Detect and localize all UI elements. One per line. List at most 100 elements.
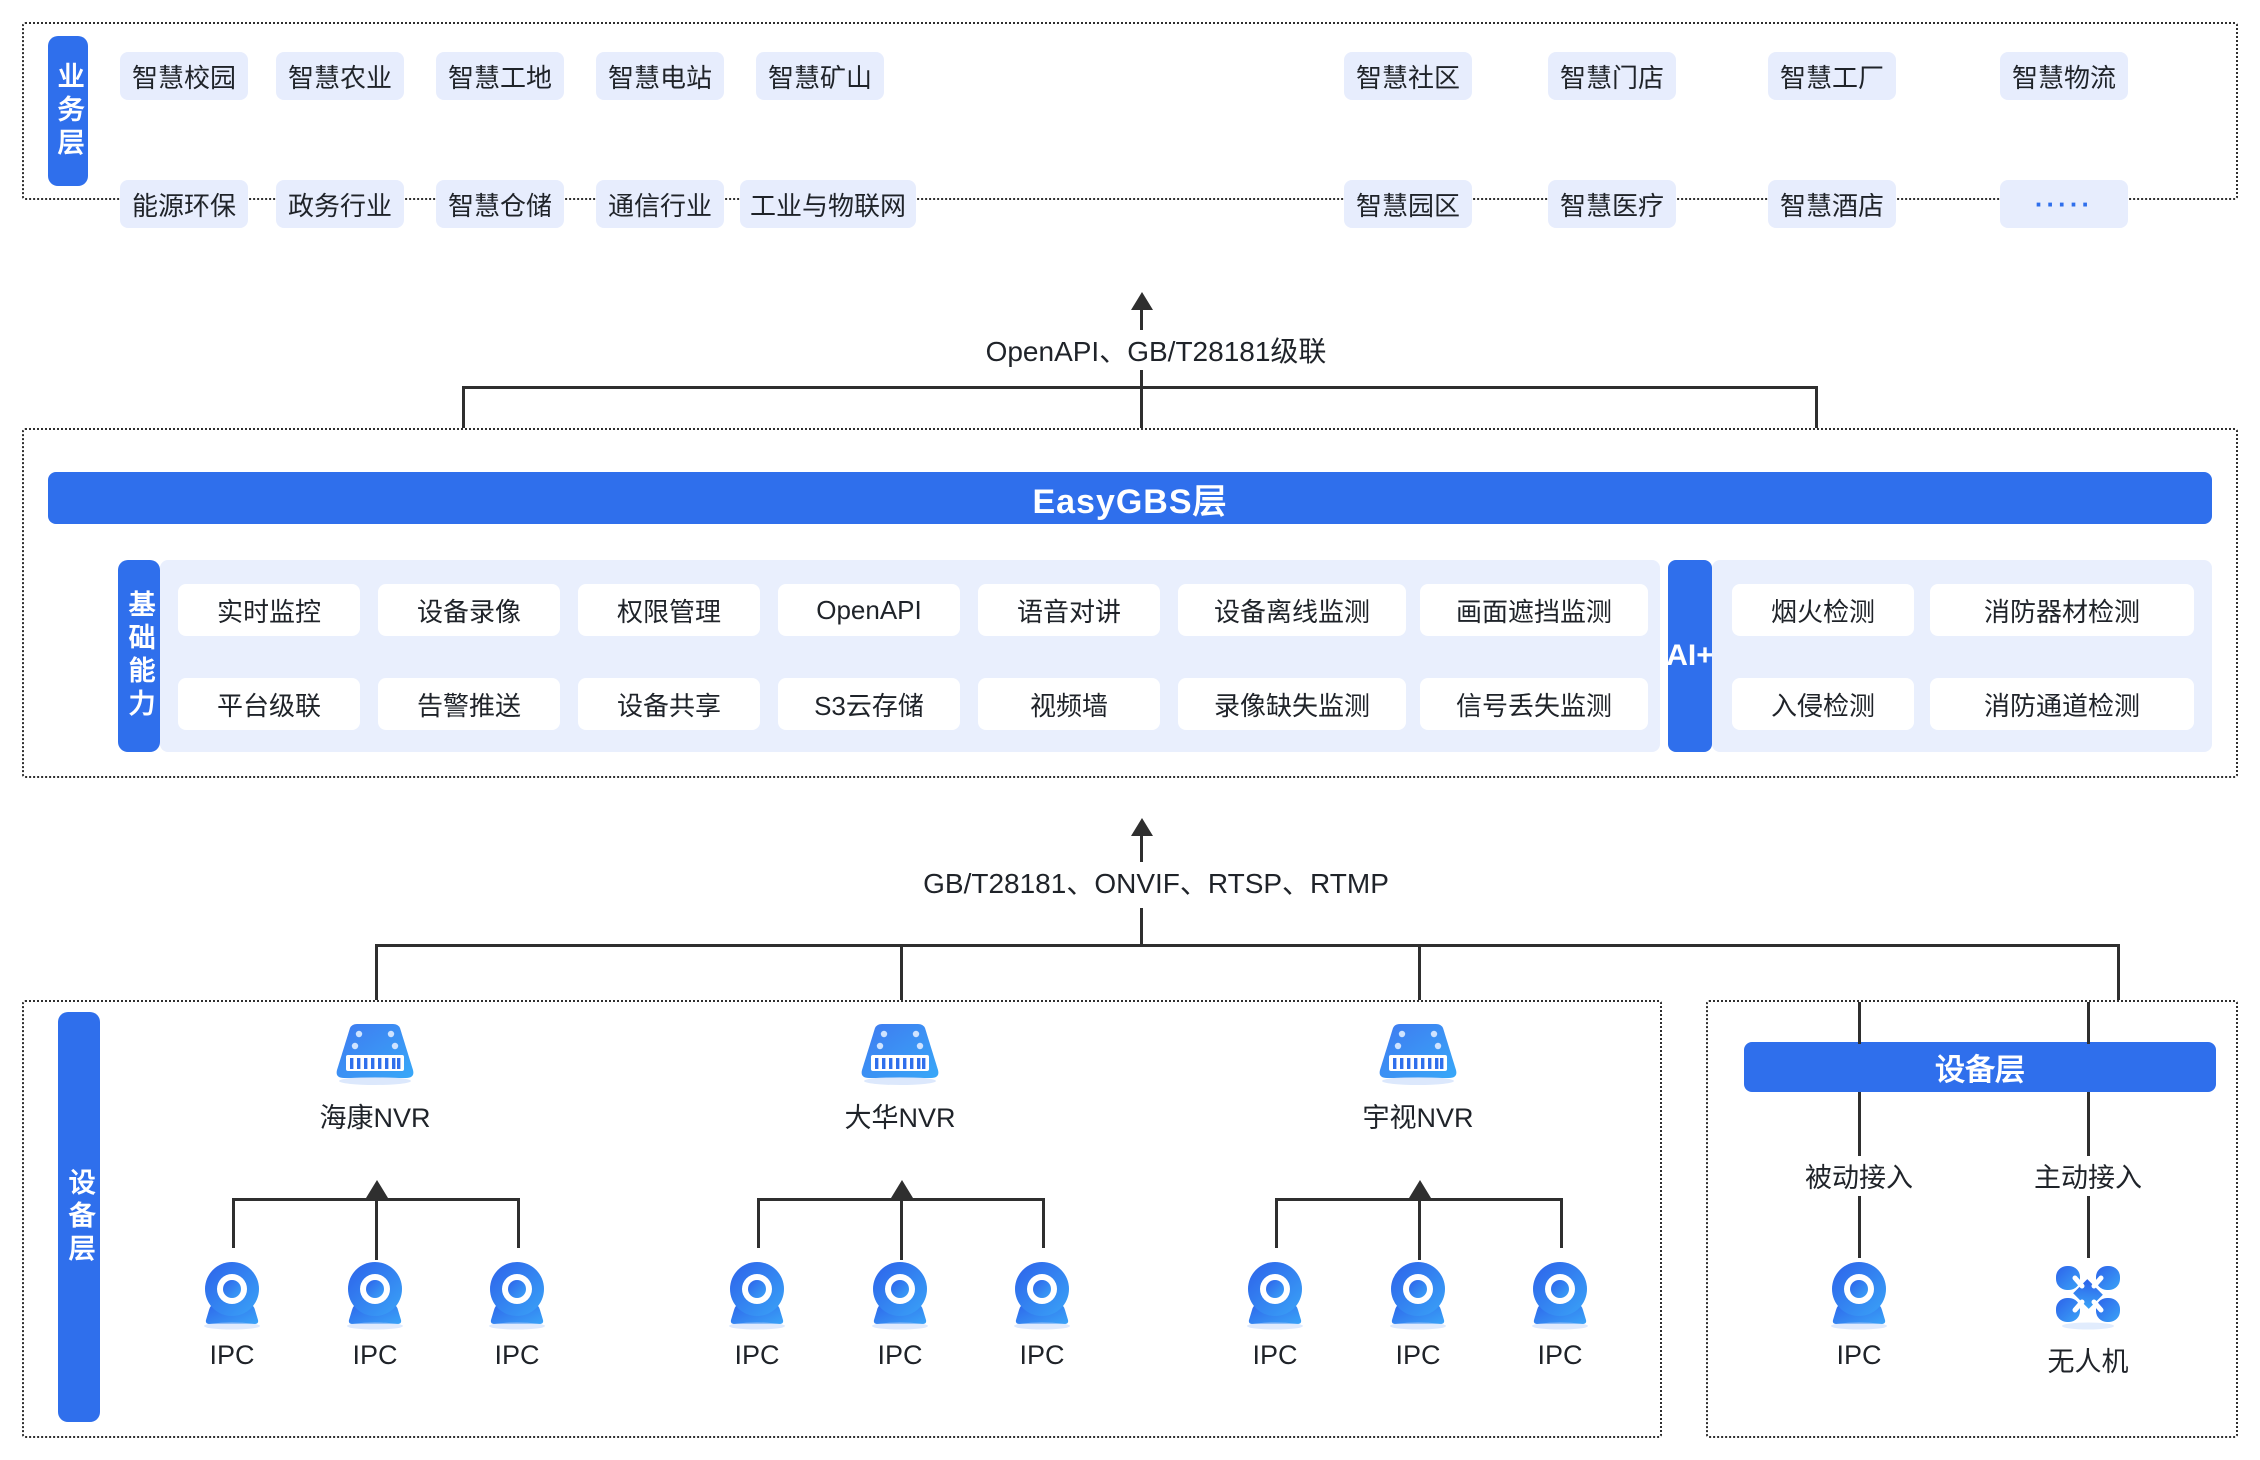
business-chip[interactable]: 智慧仓储 (436, 180, 564, 228)
ipc-node[interactable]: IPC (1361, 1258, 1475, 1371)
business-chip[interactable]: 工业与物联网 (740, 180, 916, 228)
nvr-icon (332, 1022, 418, 1086)
nvr1-uplink-arrow-icon (366, 1180, 388, 1198)
business-chip[interactable]: 智慧电站 (596, 52, 724, 100)
business-chip[interactable]: 能源环保 (120, 180, 248, 228)
capability-chip[interactable]: 平台级联 (178, 678, 360, 730)
capability-chip[interactable]: 设备共享 (578, 678, 760, 730)
passive-access-line-mid (1858, 1092, 1861, 1156)
nvr-icon (1375, 1022, 1461, 1086)
ipc-node[interactable]: IPC (700, 1258, 814, 1371)
business-chip-label: 智慧电站 (607, 62, 712, 93)
business-chip-label: 智慧仓储 (447, 190, 552, 221)
capability-chip-label: S3云存储 (814, 690, 924, 721)
ipc-node[interactable]: IPC (1218, 1258, 1332, 1371)
ipc-node-label: IPC (1537, 1340, 1583, 1370)
ipc-node-label: IPC (494, 1340, 540, 1370)
ipc-node-label: IPC (209, 1340, 255, 1370)
business-chip[interactable]: 通信行业 (596, 180, 724, 228)
business-chip[interactable]: 智慧园区 (1344, 180, 1472, 228)
ipc-camera-icon (338, 1258, 412, 1330)
business-chip-label: 智慧校园 (131, 62, 236, 93)
ai-capability-chip[interactable]: 消防器材检测 (1930, 584, 2194, 636)
capability-chip[interactable]: 权限管理 (578, 584, 760, 636)
nvr-icon (857, 1022, 943, 1086)
business-chip-label: 能源环保 (131, 190, 236, 221)
bottom-branch-hik (375, 944, 378, 1006)
nvr2-child-branch (1042, 1198, 1045, 1248)
capability-chip[interactable]: 语音对讲 (978, 584, 1160, 636)
business-chip-ellipsis[interactable]: ····· (2000, 180, 2128, 228)
capability-chip[interactable]: 信号丢失监测 (1420, 678, 1648, 730)
capability-chip-label: 设备录像 (416, 596, 521, 627)
capability-chip[interactable]: 设备录像 (378, 584, 560, 636)
ipc-node[interactable]: IPC (1802, 1258, 1916, 1371)
capability-tab-label: 基础能力 (124, 590, 155, 722)
ai-capability-chip[interactable]: 消防通道检测 (1930, 678, 2194, 730)
capability-chip[interactable]: OpenAPI (778, 584, 960, 636)
business-chip[interactable]: 智慧工厂 (1768, 52, 1896, 100)
capability-chip[interactable]: 视频墙 (978, 678, 1160, 730)
capability-tab: 基础能力 (118, 560, 160, 752)
bottom-branch-uniview (1418, 944, 1421, 1006)
business-chip[interactable]: 政务行业 (276, 180, 404, 228)
ipc-node[interactable]: IPC (175, 1258, 289, 1371)
business-chip[interactable]: 智慧物流 (2000, 52, 2128, 100)
capability-chip-label: 告警推送 (416, 690, 521, 721)
business-chip-label: ····· (2034, 188, 2094, 219)
ipc-camera-icon (863, 1258, 937, 1330)
business-layer-tab: 业务层 (48, 36, 88, 186)
ipc-camera-icon (1822, 1258, 1896, 1330)
bottom-connector-arrow-icon (1131, 818, 1153, 836)
drone-node[interactable]: 无人机 (2031, 1258, 2145, 1379)
capability-chip-label: 平台级联 (216, 690, 321, 721)
ipc-node-label: IPC (352, 1340, 398, 1370)
bottom-connector-stem-lower (1140, 908, 1143, 946)
ai-capability-chip[interactable]: 烟火检测 (1732, 584, 1914, 636)
ipc-camera-icon (1005, 1258, 1079, 1330)
ipc-node-label: IPC (734, 1340, 780, 1370)
ipc-node-label: IPC (877, 1340, 923, 1370)
nvr-node[interactable]: 宇视NVR (1343, 1022, 1493, 1135)
business-chip[interactable]: 智慧社区 (1344, 52, 1472, 100)
business-chip-label: 智慧社区 (1355, 62, 1460, 93)
business-chip[interactable]: 智慧农业 (276, 52, 404, 100)
ipc-node[interactable]: IPC (985, 1258, 1099, 1371)
ipc-node-label: IPC (1019, 1340, 1065, 1370)
capability-chip[interactable]: 告警推送 (378, 678, 560, 730)
capability-chip-label: 设备共享 (616, 690, 721, 721)
bottom-connector-bus (375, 944, 2117, 947)
capability-chip[interactable]: 录像缺失监测 (1178, 678, 1406, 730)
business-chip[interactable]: 智慧矿山 (756, 52, 884, 100)
ipc-node[interactable]: IPC (318, 1258, 432, 1371)
business-chip[interactable]: 智慧医疗 (1548, 180, 1676, 228)
ai-plus-tab-label: AI+ (1666, 639, 1714, 672)
ipc-node-label: IPC (1252, 1340, 1298, 1370)
capability-chip[interactable]: 实时监控 (178, 584, 360, 636)
drone-node-label: 无人机 (2047, 1347, 2129, 1377)
business-chip[interactable]: 智慧门店 (1548, 52, 1676, 100)
capability-chip-label: 语音对讲 (1016, 596, 1121, 627)
nvr-node-label: 宇视NVR (1362, 1103, 1474, 1133)
capability-chip-label: 实时监控 (216, 596, 321, 627)
capability-chip[interactable]: S3云存储 (778, 678, 960, 730)
ipc-node[interactable]: IPC (843, 1258, 957, 1371)
business-chip[interactable]: 智慧工地 (436, 52, 564, 100)
business-chip-label: 政务行业 (287, 190, 392, 221)
capability-chip[interactable]: 画面遮挡监测 (1420, 584, 1648, 636)
ipc-camera-icon (195, 1258, 269, 1330)
nvr-node[interactable]: 海康NVR (300, 1022, 450, 1135)
ipc-node[interactable]: IPC (1503, 1258, 1617, 1371)
nvr-node[interactable]: 大华NVR (825, 1022, 975, 1135)
ai-plus-tab: AI+ (1666, 560, 1714, 752)
ai-capability-chip[interactable]: 入侵检测 (1732, 678, 1914, 730)
nvr-node-label: 海康NVR (319, 1103, 431, 1133)
business-chip-label: 智慧物流 (2011, 62, 2116, 93)
business-chip[interactable]: 智慧酒店 (1768, 180, 1896, 228)
bottom-branch-dahua (900, 944, 903, 1006)
ipc-node[interactable]: IPC (460, 1258, 574, 1371)
business-chip[interactable]: 智慧校园 (120, 52, 248, 100)
business-chip-label: 智慧园区 (1355, 190, 1460, 221)
capability-chip[interactable]: 设备离线监测 (1178, 584, 1406, 636)
